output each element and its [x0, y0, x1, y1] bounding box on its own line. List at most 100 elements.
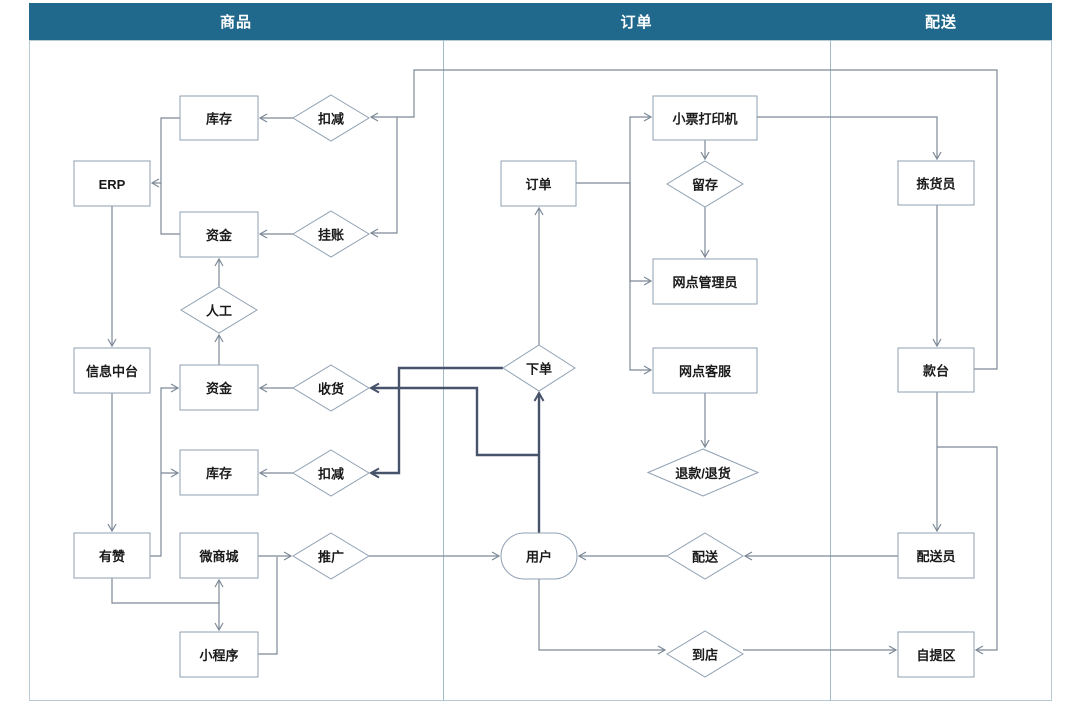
delivery-label: 配送: [692, 550, 719, 565]
micro-mall-label: 微商城: [198, 549, 238, 564]
node-promotion: 推广: [292, 532, 370, 580]
node-receipt-printer: 小票打印机: [652, 95, 758, 141]
order-shape: [500, 160, 577, 207]
receipt-printer-label: 小票打印机: [672, 112, 737, 127]
user-label: 用户: [525, 550, 552, 565]
deduct-bottom-label: 扣减: [318, 467, 344, 482]
edge-checkout-to-deduct-top: [369, 69, 998, 370]
node-mini-program: 小程序: [179, 631, 259, 678]
delivery-shape: [666, 532, 744, 580]
edge-receipt-printer-to-picker: [757, 116, 942, 161]
node-inventory-top: 库存: [179, 95, 259, 141]
outlet-service-shape: [652, 347, 758, 394]
info-platform-label: 信息中台: [86, 364, 138, 379]
edge-funds-top-to-erp: [160, 183, 180, 235]
inventory-bottom-label: 库存: [206, 466, 232, 481]
order-label: 订单: [525, 177, 551, 192]
funds-top-label: 资金: [206, 228, 233, 243]
checkout-shape: [897, 347, 975, 393]
micro-mall-shape: [179, 532, 259, 579]
deduct-bottom-shape: [292, 449, 370, 497]
receive-goods-label: 收货: [318, 382, 344, 397]
erp-label: ERP: [99, 177, 126, 192]
node-outlet-manager: 网点管理员: [652, 258, 758, 305]
youzan-shape: [73, 532, 151, 579]
edge-user-to-arrive-store: [538, 579, 667, 655]
edge-order-to-outlet-manager: [629, 183, 653, 286]
edge-order-to-outlet-service: [629, 183, 653, 375]
edge-mini-program-to-promotion: [258, 557, 278, 655]
node-outlet-service: 网点客服: [652, 347, 758, 394]
credit-label: 挂账: [318, 228, 344, 243]
inventory-bottom-shape: [179, 449, 259, 496]
node-picker: 拣货员: [897, 160, 975, 206]
inventory-top-label: 库存: [206, 112, 232, 127]
place-order-shape: [502, 344, 576, 392]
edge-youzan-to-micro-mall: [111, 578, 224, 604]
node-self-pickup: 自提区: [897, 631, 975, 678]
erp-shape: [73, 160, 151, 207]
edge-order-to-receipt-printer: [576, 112, 653, 184]
node-place-order: 下单: [502, 344, 576, 392]
funds-bottom-shape: [179, 364, 259, 411]
node-deduct-top: 扣减: [292, 94, 370, 142]
node-user: 用户: [500, 532, 578, 580]
receipt-printer-shape: [652, 95, 758, 141]
edge-inventory-top-to-erp: [150, 117, 180, 188]
refund-return-shape: [646, 448, 760, 497]
lane-divider-1: [443, 40, 444, 701]
retain-shape: [666, 160, 744, 208]
picker-label: 拣货员: [916, 177, 955, 192]
outlet-manager-shape: [652, 258, 758, 305]
edge-user-to-receive-goods: [368, 382, 539, 457]
node-inventory-bottom: 库存: [179, 449, 259, 496]
node-deduct-bottom: 扣减: [292, 449, 370, 497]
lane-divider-2: [830, 40, 831, 701]
node-receive-goods: 收货: [292, 364, 370, 412]
node-credit: 挂账: [292, 210, 370, 258]
deduct-top-label: 扣减: [318, 112, 344, 127]
node-order: 订单: [500, 160, 577, 207]
credit-shape: [292, 210, 370, 258]
lane-header-goods-label: 商品: [219, 14, 252, 31]
node-retain: 留存: [666, 160, 744, 208]
picker-shape: [897, 160, 975, 206]
self-pickup-label: 自提区: [916, 648, 955, 663]
promotion-label: 推广: [318, 550, 344, 565]
funds-bottom-label: 资金: [206, 381, 233, 396]
self-pickup-shape: [897, 631, 975, 678]
inventory-top-shape: [179, 95, 259, 141]
flowchart-frame: [29, 40, 1052, 701]
node-delivery: 配送: [666, 532, 744, 580]
lane-header-order: 订单: [443, 3, 830, 40]
retain-label: 留存: [692, 178, 718, 193]
receive-goods-shape: [292, 364, 370, 412]
node-courier: 配送员: [897, 532, 975, 579]
node-funds-bottom: 资金: [179, 364, 259, 411]
youzan-label: 有赞: [99, 549, 125, 564]
arrive-store-label: 到店: [692, 648, 718, 663]
outlet-service-label: 网点客服: [679, 364, 732, 379]
node-micro-mall: 微商城: [179, 532, 259, 579]
courier-shape: [897, 532, 975, 579]
lane-header-order-label: 订单: [620, 14, 653, 31]
refund-return-label: 退款/退货: [675, 466, 731, 481]
mini-program-label: 小程序: [199, 648, 238, 663]
node-arrive-store: 到店: [666, 630, 744, 678]
arrive-store-shape: [666, 630, 744, 678]
info-platform-shape: [73, 347, 151, 394]
edge-youzan-to-funds-bottom: [150, 383, 180, 557]
edge-checkout-to-credit: [369, 117, 398, 238]
node-checkout: 款台: [897, 347, 975, 393]
node-manual: 人工: [180, 286, 258, 334]
funds-top-shape: [179, 211, 259, 258]
place-order-label: 下单: [526, 362, 552, 377]
node-erp: ERP: [73, 160, 151, 207]
courier-label: 配送员: [916, 549, 955, 564]
promotion-shape: [292, 532, 370, 580]
outlet-manager-label: 网点管理员: [672, 275, 737, 290]
lane-header-delivery: 配送: [830, 3, 1052, 40]
manual-shape: [180, 286, 258, 334]
